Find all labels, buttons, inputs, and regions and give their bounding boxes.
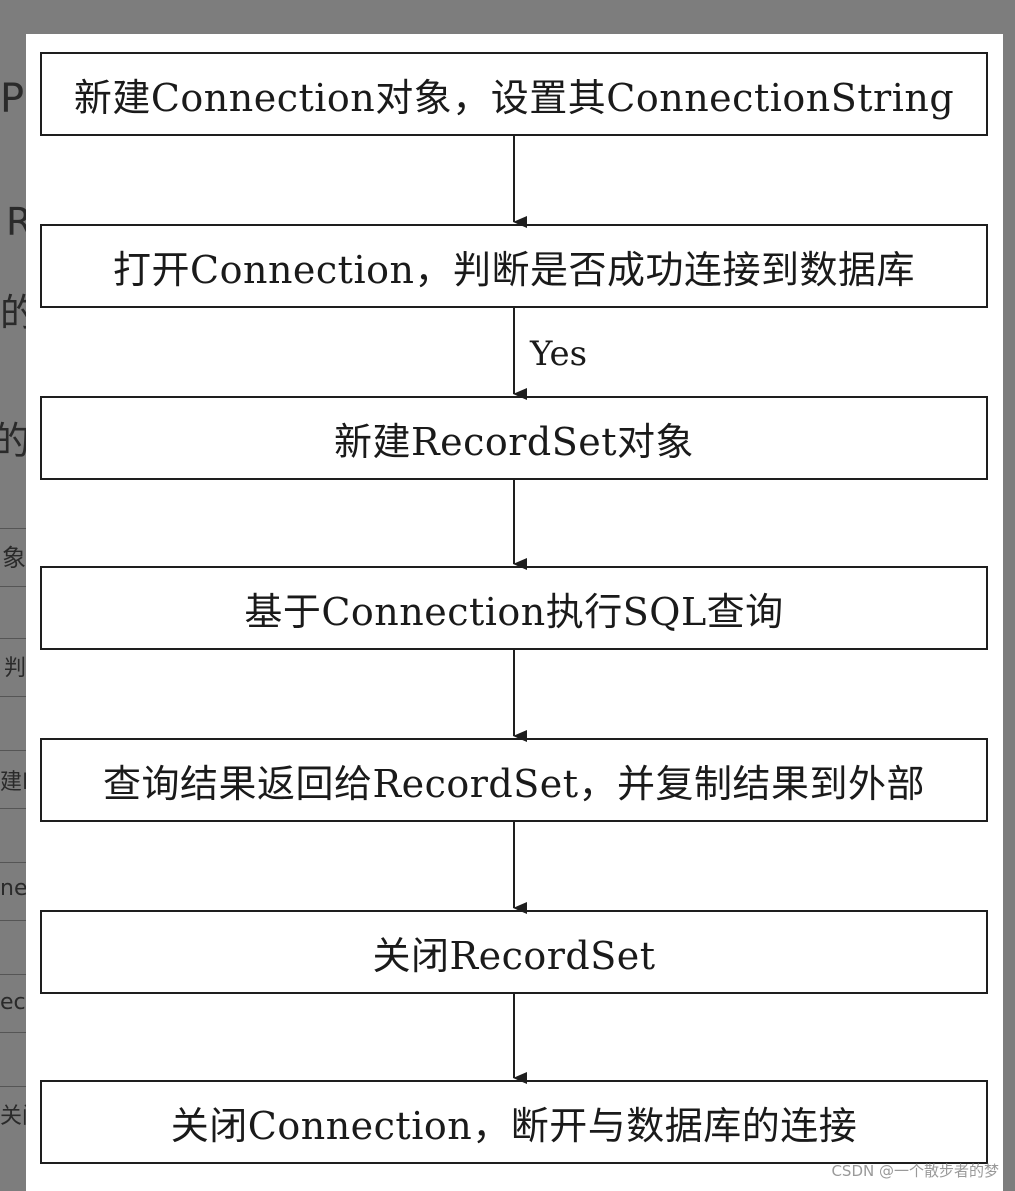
background-table-rule bbox=[0, 862, 28, 863]
background-table-rule bbox=[0, 528, 28, 529]
background-table-rule bbox=[0, 1032, 28, 1033]
background-text-fragment: 的 bbox=[0, 291, 26, 335]
step-open-connection: 打开Connection，判断是否成功连接到数据库 bbox=[40, 224, 988, 308]
background-table-rule bbox=[0, 920, 28, 921]
background-text-fragment: 判 bbox=[4, 656, 26, 681]
background-text-fragment: 象 bbox=[2, 544, 26, 572]
step-close-recordset: 关闭RecordSet bbox=[40, 910, 988, 994]
step-return-results: 查询结果返回给RecordSet，并复制结果到外部 bbox=[40, 738, 988, 822]
background-table-rule bbox=[0, 696, 28, 697]
background-text-fragment: 的数 bbox=[0, 419, 26, 463]
step-close-connection: 关闭Connection，断开与数据库的连接 bbox=[40, 1080, 988, 1164]
yes-branch-label: Yes bbox=[530, 334, 588, 374]
background-table-rule bbox=[0, 1086, 28, 1087]
background-text-fragment: R bbox=[6, 200, 26, 244]
background-text-fragment: nec bbox=[0, 876, 26, 901]
background-table-rule bbox=[0, 638, 28, 639]
step-create-connection: 新建Connection对象，设置其ConnectionString bbox=[40, 52, 988, 136]
background-text-fragment: 关闭 bbox=[0, 1104, 26, 1129]
step-execute-sql: 基于Connection执行SQL查询 bbox=[40, 566, 988, 650]
background-table-rule bbox=[0, 808, 28, 809]
background-text-fragment: P bbox=[0, 76, 25, 122]
csdn-watermark: CSDN @一个散步者的梦 bbox=[831, 1162, 999, 1180]
background-table-rule bbox=[0, 750, 28, 751]
background-table-rule bbox=[0, 974, 28, 975]
background-table-rule bbox=[0, 586, 28, 587]
background-text-fragment: 建R bbox=[0, 770, 26, 795]
background-text-fragment: ec bbox=[0, 990, 26, 1015]
step-create-recordset: 新建RecordSet对象 bbox=[40, 396, 988, 480]
